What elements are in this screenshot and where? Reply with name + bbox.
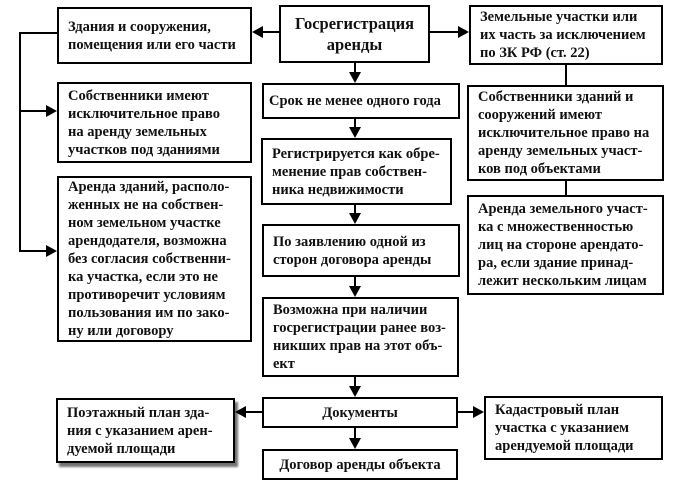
- connector-documents-to-cadastral-plan: [458, 411, 474, 413]
- connector-prior-rights-to-documents: [354, 377, 356, 387]
- arrowhead-to-application: [349, 213, 361, 224]
- arrowhead-to-contract: [349, 438, 361, 449]
- connector-main-to-term: [354, 63, 356, 73]
- node-buildings: Здания и сооружения, помещения или его ч…: [57, 7, 252, 64]
- arrowhead-to-lease-without-consent: [46, 245, 57, 257]
- node-buildings-label: Здания и сооружения, помещения или его ч…: [68, 18, 236, 53]
- connector-left-bracket-mid: [19, 110, 48, 112]
- node-term: Срок не менее одного года: [262, 83, 460, 119]
- arrowhead-to-floor-plan: [235, 406, 246, 418]
- node-owners-exclusive-right: Собственники имеют исключительное право …: [57, 82, 252, 163]
- node-lease-contract: Договор аренды объекта: [262, 449, 458, 480]
- arrowhead-to-land-plots: [458, 26, 469, 38]
- node-application: По заявлению одной из сторон договора ар…: [262, 224, 460, 277]
- node-term-label: Срок не менее одного года: [269, 93, 441, 109]
- node-documents: Документы: [262, 397, 458, 428]
- connector-land-plots-to-building-owners: [565, 65, 567, 85]
- node-documents-label: Документы: [322, 404, 398, 421]
- node-lease-without-consent-label: Аренда зданий, располо- женных не на соб…: [68, 179, 231, 339]
- connector-left-bracket-vertical: [19, 32, 21, 252]
- connector-term-to-encumbrance: [354, 119, 356, 128]
- connector-application-to-prior-rights: [354, 277, 356, 287]
- node-lease-contract-label: Договор аренды объекта: [279, 456, 441, 473]
- node-multiple-persons: Аренда земельного участ- ка с множествен…: [467, 195, 664, 295]
- node-floor-plan: Поэтажный план зда- ния с указанием арен…: [56, 398, 235, 463]
- node-owners-exclusive-right-label: Собственники имеют исключительное право …: [68, 87, 221, 158]
- connector-building-owners-to-multiple-persons: [565, 181, 567, 195]
- node-lease-without-consent: Аренда зданий, располо- женных не на соб…: [57, 176, 252, 342]
- node-land-plots: Земельные участки или их часть за исключ…: [469, 5, 663, 65]
- connector-left-bracket-low: [19, 250, 48, 252]
- connector-documents-to-floor-plan: [246, 411, 262, 413]
- node-cadastral-plan: Кадастровый план участка с указанием аре…: [484, 396, 663, 460]
- node-multiple-persons-label: Аренда земельного участ- ка с множествен…: [478, 201, 648, 289]
- node-building-owners-right-label: Собственники зданий и сооружений имеют и…: [478, 89, 650, 177]
- connector-encumbrance-to-application: [354, 205, 356, 214]
- arrowhead-to-buildings: [252, 26, 263, 38]
- node-main-title: Госрегистрация аренды: [279, 5, 430, 63]
- node-prior-rights-label: Возможна при наличии госрегистрации ране…: [273, 302, 446, 372]
- connector-main-to-buildings: [262, 31, 279, 33]
- arrowhead-to-encumbrance: [349, 127, 361, 138]
- connector-left-bracket-top: [19, 32, 57, 34]
- node-land-plots-label: Земельные участки или их часть за исключ…: [480, 9, 646, 61]
- arrowhead-to-owners-exclusive-right: [46, 105, 57, 117]
- node-building-owners-right: Собственники зданий и сооружений имеют и…: [467, 85, 664, 181]
- arrowhead-to-cadastral-plan: [473, 406, 484, 418]
- node-main-title-label: Госрегистрация аренды: [294, 14, 415, 54]
- connector-documents-to-contract: [354, 428, 356, 439]
- node-floor-plan-label: Поэтажный план зда- ния с указанием арен…: [67, 404, 213, 457]
- node-application-label: По заявлению одной из сторон договора ар…: [273, 233, 432, 268]
- node-cadastral-plan-label: Кадастровый план участка с указанием аре…: [495, 402, 634, 454]
- arrowhead-to-prior-rights: [349, 286, 361, 297]
- node-encumbrance: Регистрируется как обре- менение прав со…: [261, 138, 452, 205]
- node-prior-rights: Возможна при наличии госрегистрации ране…: [262, 297, 459, 377]
- connector-main-to-land-plots: [430, 31, 459, 33]
- node-encumbrance-label: Регистрируется как обре- менение прав со…: [272, 145, 440, 198]
- arrowhead-to-term: [349, 72, 361, 83]
- arrowhead-to-documents: [349, 386, 361, 397]
